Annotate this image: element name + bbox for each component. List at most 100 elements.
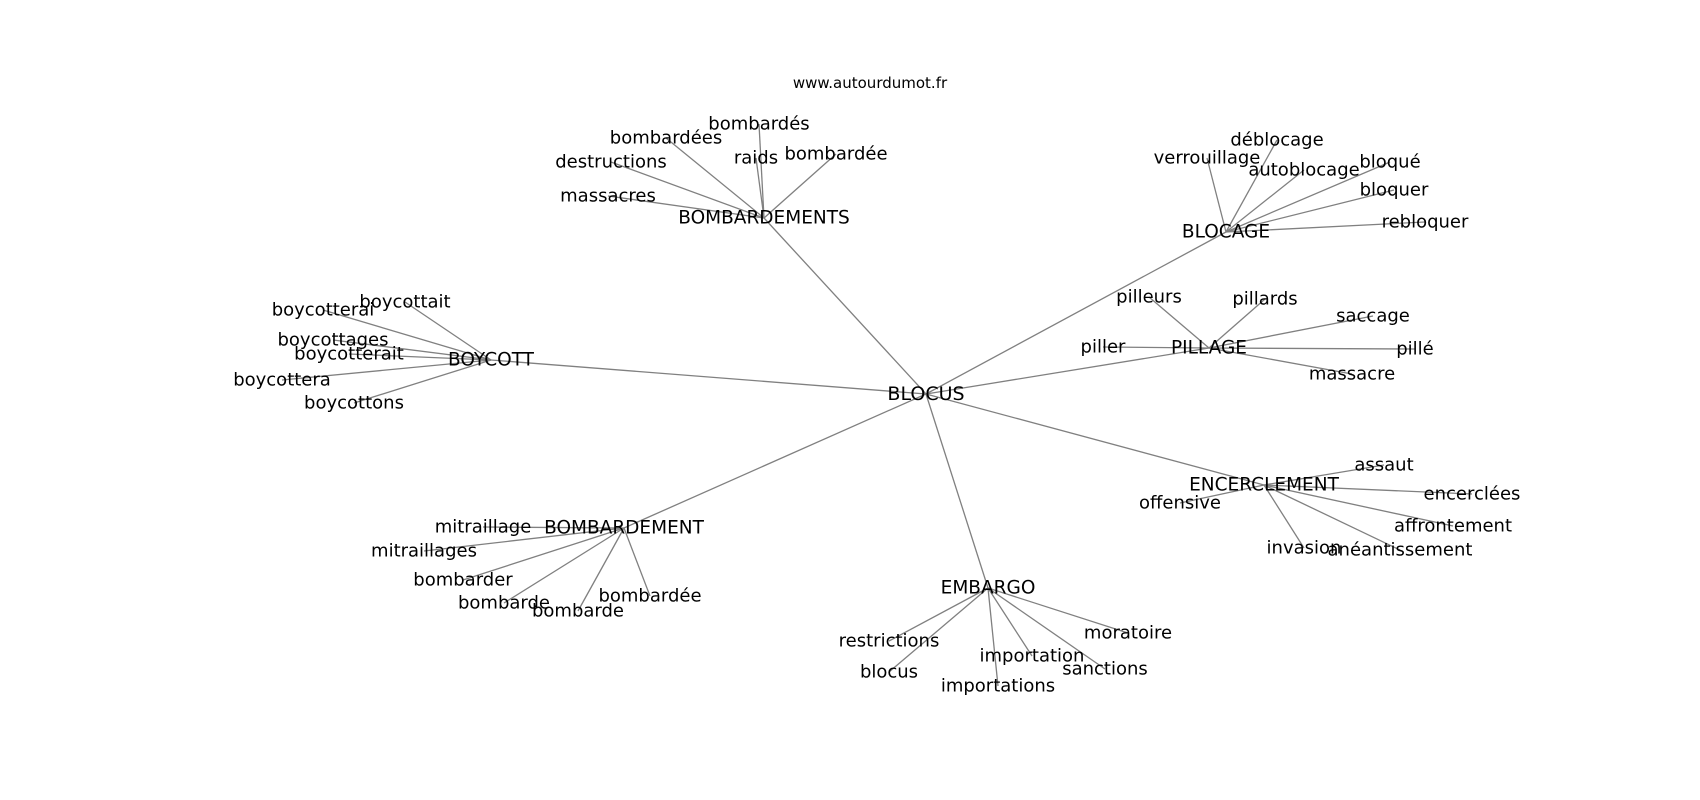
edge-hub-to-word <box>1263 484 1401 551</box>
related-word: pillé <box>1396 339 1434 360</box>
edge-center-to-hub <box>490 359 927 395</box>
edge-center-to-hub <box>925 393 1265 486</box>
edge-hub-to-word <box>607 195 765 219</box>
related-word: bombarde <box>458 593 550 614</box>
related-word: encerclées <box>1424 484 1521 505</box>
related-word: affrontement <box>1394 516 1512 537</box>
edge-hub-to-word <box>755 157 765 219</box>
related-word: verrouillage <box>1154 148 1261 169</box>
edge-hub-to-word <box>1225 139 1278 233</box>
edge-hub-to-word <box>1179 484 1265 504</box>
edge-hub-to-word <box>577 527 625 612</box>
related-word: restrictions <box>839 631 940 652</box>
edge-hub-to-word <box>1263 484 1473 495</box>
edge-hub-to-word <box>1208 347 1353 375</box>
edge-hub-to-word <box>1263 484 1454 527</box>
center-word: BLOCUS <box>887 383 964 405</box>
related-word: assaut <box>1354 455 1413 476</box>
related-word: offensive <box>1139 493 1221 514</box>
related-word: pillards <box>1232 289 1297 310</box>
related-word: boycottages <box>277 330 388 351</box>
related-word: bombardée <box>598 586 701 607</box>
edge-hub-to-word <box>1225 189 1395 233</box>
edge-hub-to-word <box>987 587 1033 657</box>
related-word: raids <box>734 148 778 169</box>
edge-hub-to-word <box>423 527 625 552</box>
edge-hub-to-word <box>763 153 837 219</box>
edge-hub-to-word <box>610 161 765 219</box>
hub-word: PILLAGE <box>1171 338 1247 359</box>
related-word: massacres <box>560 186 656 207</box>
related-word: bombardées <box>610 128 722 149</box>
related-word: déblocage <box>1230 130 1323 151</box>
related-word: mitraillages <box>371 541 477 562</box>
edge-hub-to-word <box>1206 157 1227 233</box>
related-word: invasion <box>1267 538 1342 559</box>
related-word: autoblocage <box>1248 160 1359 181</box>
graph-edges <box>281 123 1473 687</box>
related-word: importation <box>980 646 1085 667</box>
edge-hub-to-word <box>888 587 989 673</box>
related-word: importations <box>941 676 1055 697</box>
edge-hub-to-word <box>888 587 989 642</box>
related-word: destructions <box>555 152 667 173</box>
edge-hub-to-word <box>1148 296 1210 349</box>
edge-hub-to-word <box>404 301 492 361</box>
related-word: pilleurs <box>1116 287 1182 308</box>
edge-center-to-hub <box>925 393 989 589</box>
edge-hub-to-word <box>332 339 492 361</box>
edge-hub-to-word <box>281 359 492 381</box>
edge-center-to-hub <box>925 231 1227 395</box>
edge-hub-to-word <box>1208 347 1416 350</box>
edge-hub-to-word <box>987 587 1106 670</box>
edge-hub-to-word <box>462 527 625 581</box>
edge-hub-to-word <box>987 587 999 687</box>
related-word: bombarder <box>413 570 513 591</box>
edge-hub-to-word <box>665 137 765 219</box>
related-word: sanctions <box>1062 659 1148 680</box>
hub-word: BOMBARDEMENTS <box>678 208 850 229</box>
edge-hub-to-word <box>987 587 1129 634</box>
edge-hub-to-word <box>1102 346 1210 349</box>
related-word: massacre <box>1309 364 1395 385</box>
related-word: boycotterai <box>272 300 375 321</box>
site-watermark: www.autourdumot.fr <box>793 74 948 92</box>
edge-hub-to-word <box>348 353 492 361</box>
related-word: bombardés <box>708 114 809 135</box>
hub-word: BOMBARDEMENT <box>544 518 705 539</box>
hub-word: EMBARGO <box>941 578 1036 599</box>
hub-word: BOYCOTT <box>448 350 535 371</box>
edge-hub-to-word <box>1225 169 1305 233</box>
related-word: blocus <box>860 662 918 683</box>
related-word: saccage <box>1336 306 1410 327</box>
related-word: boycottait <box>359 292 450 313</box>
edge-hub-to-word <box>1263 464 1385 486</box>
edge-hub-to-word <box>758 123 765 219</box>
edge-hub-to-word <box>1208 315 1374 349</box>
related-word: boycotterait <box>294 344 404 365</box>
related-word: mitraillage <box>435 517 532 538</box>
related-word: piller <box>1081 337 1127 358</box>
edge-hub-to-word <box>353 359 492 404</box>
hub-word: BLOCAGE <box>1182 222 1270 243</box>
hub-word: ENCERCLEMENT <box>1189 475 1339 496</box>
related-word: rebloquer <box>1382 212 1469 233</box>
edge-hub-to-word <box>482 526 625 529</box>
related-word: boycottera <box>233 370 331 391</box>
edge-hub-to-word <box>623 527 651 597</box>
edge-hub-to-word <box>1263 484 1305 549</box>
edge-hub-to-word <box>503 527 625 604</box>
edge-hub-to-word <box>1208 298 1266 349</box>
related-word: moratoire <box>1084 623 1172 644</box>
edge-hub-to-word <box>1225 221 1426 233</box>
edge-center-to-hub <box>925 347 1210 395</box>
related-word: bombardée <box>784 144 887 165</box>
related-word: bloquer <box>1360 180 1429 201</box>
edge-hub-to-word <box>1225 161 1391 233</box>
edge-center-to-hub <box>623 393 927 529</box>
edge-center-to-hub <box>763 217 927 395</box>
related-word: anéantissement <box>1328 540 1473 561</box>
related-word: bloqué <box>1359 152 1420 173</box>
